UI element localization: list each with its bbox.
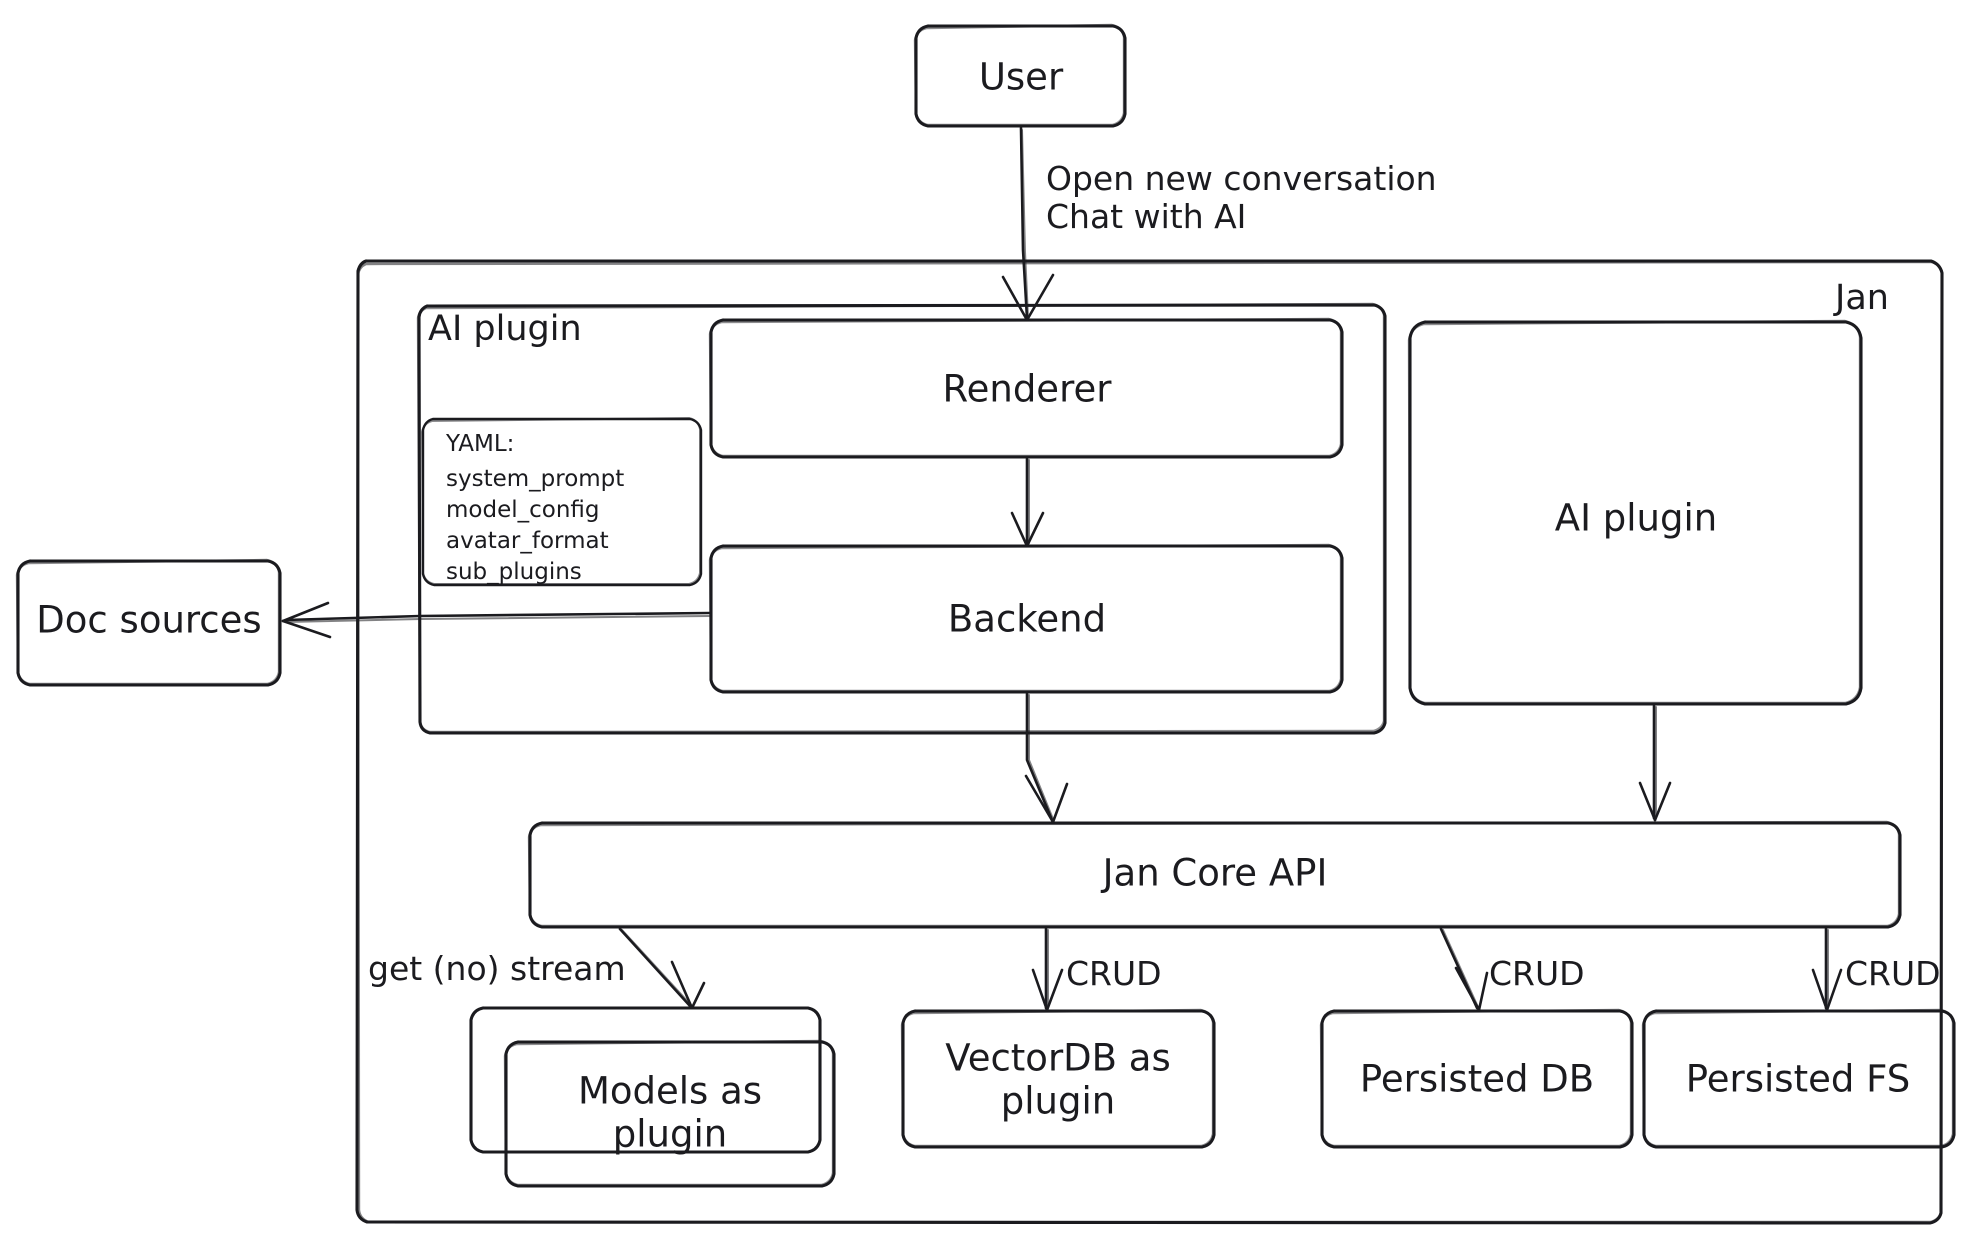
node-label-vectordb: VectorDB as plugin (945, 1036, 1171, 1122)
edge-label-user-renderer: Open new conversation Chat with AI (1046, 159, 1437, 236)
node-user-shape[interactable] (913, 23, 1127, 128)
yaml-card-key-sub-plugins: sub_plugins (446, 559, 582, 585)
node-label-renderer: Renderer (942, 367, 1112, 411)
node-doc-sources-shape[interactable] (15, 558, 282, 687)
edge-core-models (618, 927, 706, 1010)
yaml-card-key-system-prompt: system_prompt (446, 466, 625, 492)
node-persisted-db-shape[interactable] (1319, 1008, 1634, 1149)
node-label-persisted-db: Persisted DB (1359, 1057, 1595, 1101)
yaml-card-title: YAML: (446, 431, 515, 457)
edge-user-renderer (1001, 126, 1055, 322)
edge-label-crud-vectordb: CRUD (1066, 954, 1162, 993)
node-label-jan-core-api: Jan Core API (1102, 851, 1328, 895)
edge-backend-doc-sources (281, 601, 711, 639)
node-yaml-card-shape (421, 417, 703, 587)
node-renderer-shape[interactable] (708, 317, 1344, 459)
yaml-card-key-model-config: model_config (446, 497, 600, 523)
edge-label-crud-persisted-db: CRUD (1489, 954, 1585, 993)
node-backend-shape[interactable] (708, 543, 1344, 694)
node-label-backend: Backend (947, 597, 1107, 641)
edge-core-persisted-fs (1811, 927, 1843, 1012)
node-vectordb-shape[interactable] (900, 1008, 1216, 1149)
container-ai-plugin-group (416, 302, 1387, 735)
node-jan-core-api-shape[interactable] (527, 820, 1902, 929)
node-label-doc-sources: Doc sources (36, 598, 262, 642)
container-label-ai-plugin-group: AI plugin (428, 309, 582, 349)
edge-core-vectordb (1031, 927, 1064, 1012)
edge-label-crud-persisted-fs: CRUD (1845, 954, 1941, 993)
edge-renderer-backend (1010, 457, 1045, 548)
yaml-card-key-avatar-format: avatar_format (446, 528, 609, 554)
node-models-shape[interactable] (469, 1006, 836, 1188)
edge-label-get-no-stream: get (no) stream (368, 949, 626, 988)
node-label-persisted-fs: Persisted FS (1685, 1057, 1911, 1101)
container-jan (355, 259, 1944, 1225)
edge-ai-plugin-core (1638, 704, 1672, 822)
node-label-models: Models as plugin (577, 1069, 763, 1155)
edge-core-persisted-db (1439, 927, 1489, 1012)
node-label-user: User (978, 55, 1064, 99)
node-label-ai-plugin: AI plugin (1554, 496, 1718, 540)
node-persisted-fs-shape[interactable] (1641, 1008, 1956, 1149)
edge-backend-core (1024, 692, 1069, 824)
node-ai-plugin-shape[interactable] (1407, 319, 1863, 706)
container-label-jan: Jan (1835, 278, 1889, 318)
